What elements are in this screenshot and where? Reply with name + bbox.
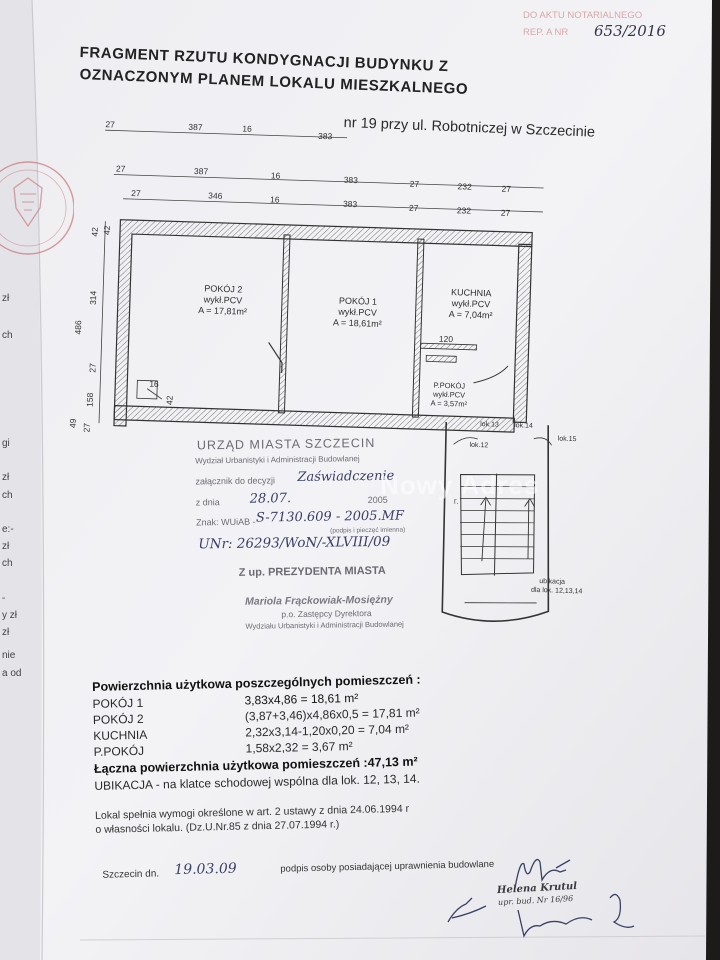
official-seal [0,161,74,255]
margin-text: e:- [2,524,14,535]
margin-text: a od [2,668,22,679]
margin-text: zł [2,472,10,483]
margin-text: gi [2,438,10,449]
margin-text: zł [2,541,10,552]
margin-text: nie [2,650,16,661]
margin-text: - [2,593,6,604]
stairwell [441,422,552,622]
notary-rep-label: REP. A NR [523,27,569,38]
margin-text: y zł [2,610,17,621]
margin-text: zł [2,293,10,304]
margin-text: zł [2,627,10,638]
dimension-lines [98,129,544,424]
notary-line: DO AKTU NOTARIALNEGO [523,10,643,21]
notary-rep-number: 653/2016 [594,22,666,40]
walls [113,219,533,433]
margin-text: ch [2,490,13,501]
watermark: Nowy Adres [380,470,540,500]
margin-text: ch [2,330,13,341]
margin-text: ch [2,558,13,569]
